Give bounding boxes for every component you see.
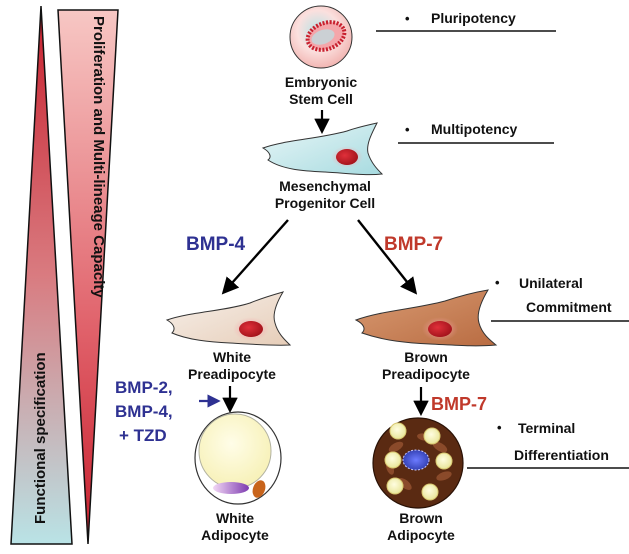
mesenchymal-progenitor-cell [261, 122, 384, 176]
mpc-label-line1: Mesenchymal [279, 178, 371, 194]
stage-multipotency: • Multipotency [398, 121, 554, 144]
stage-bullet: • [405, 11, 410, 26]
stage-bullet: • [497, 420, 502, 435]
bmp7-factor-label: BMP-7 [384, 234, 443, 255]
multipotency-label: Multipotency [431, 121, 518, 137]
white-adipocyte-cell [194, 411, 282, 505]
white-adipocyte-label-line2: Adipocyte [201, 527, 269, 543]
proliferation-capacity-label: Proliferation and Multi-lineage Capacity [90, 16, 107, 298]
bmp2-factor-line2: BMP-4, [115, 402, 173, 421]
stage-bullet: • [495, 275, 500, 290]
brown-preadipocyte-label-line2: Preadipocyte [382, 366, 470, 382]
white-adipocyte-label-line1: White [216, 510, 254, 526]
mpc-label-line2: Progenitor Cell [275, 195, 375, 211]
brown-preadipocyte-cell [354, 289, 498, 347]
stage-terminal-differentiation: • Terminal Differentiation [467, 420, 629, 469]
bmp2-factor-line3: + TZD [119, 426, 167, 445]
terminal-label-line2: Differentiation [514, 447, 609, 463]
brown-adipocyte-label-line2: Adipocyte [387, 527, 455, 543]
brown-adipocyte-label-line1: Brown [399, 510, 443, 526]
bmp2-factor-line1: BMP-2, [115, 378, 173, 397]
bmp7-lower-factor-label: BMP-7 [431, 394, 487, 414]
stage-unilateral-commitment: • Unilateral Commitment [491, 275, 629, 322]
pluripotency-label: Pluripotency [431, 10, 516, 26]
white-preadipocyte-label-line2: Preadipocyte [188, 366, 276, 382]
white-preadipocyte-label-line1: White [213, 349, 251, 365]
proliferation-capacity-wedge: Proliferation and Multi-lineage Capacity [57, 9, 119, 545]
brown-preadipocyte-label-line1: Brown [404, 349, 448, 365]
arrow-mpc-to-white-preadipocyte [221, 219, 289, 295]
terminal-label-line1: Terminal [518, 420, 575, 436]
bmp4-factor-label: BMP-4 [186, 234, 246, 255]
unilateral-label-line1: Unilateral [519, 275, 583, 291]
esc-label-line1: Embryonic [285, 74, 358, 90]
embryonic-stem-cell [289, 5, 353, 69]
stage-bullet: • [405, 122, 410, 137]
brown-adipocyte-cell [372, 417, 464, 509]
functional-specification-wedge: Functional specification [10, 5, 73, 545]
stage-pluripotency: • Pluripotency [376, 10, 556, 32]
white-preadipocyte-cell [165, 291, 292, 346]
unilateral-label-line2: Commitment [526, 299, 612, 315]
esc-label-line2: Stem Cell [289, 91, 353, 107]
functional-specification-label: Functional specification [32, 352, 49, 524]
arrow-mpc-to-brown-preadipocyte [357, 219, 418, 295]
